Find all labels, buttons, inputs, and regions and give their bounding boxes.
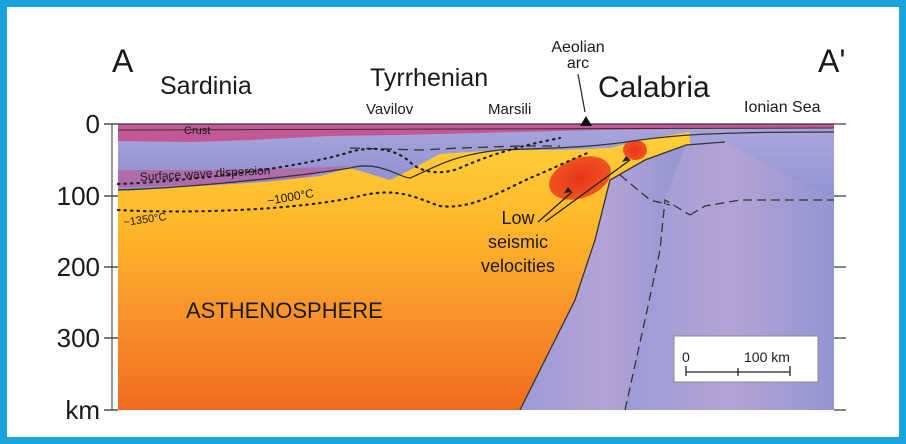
- section-end-left: A: [112, 43, 134, 79]
- depth-tick-200: 200: [57, 252, 100, 282]
- depth-tick-0: 0: [86, 109, 100, 139]
- region-ionian-sea: Ionian Sea: [744, 99, 821, 116]
- region-sardinia: Sardinia: [160, 72, 252, 100]
- region-calabria: Calabria: [598, 71, 710, 104]
- label-low-1: Low: [501, 208, 535, 228]
- scale-end: 100 km: [744, 349, 790, 365]
- section-end-right: A': [818, 43, 845, 79]
- label-asthenosphere: ASTHENOSPHERE: [186, 298, 383, 323]
- right-axis-ticks: [834, 124, 846, 410]
- scale-start: 0: [682, 349, 690, 365]
- label-low-2: seismic: [488, 232, 548, 252]
- region-tyrrhenian: Tyrrhenian: [370, 64, 488, 92]
- label-crust: Crust: [184, 125, 210, 137]
- depth-axis: 0 100 200 300 km: [57, 109, 118, 425]
- depth-unit-label: km: [65, 395, 100, 425]
- depth-tick-300: 300: [57, 323, 100, 353]
- volcano-marker-icon: [580, 116, 592, 126]
- scale-bar: 0 100 km: [674, 336, 818, 382]
- depth-tick-100: 100: [57, 181, 100, 211]
- aeolian-pointer: [578, 74, 585, 112]
- feature-aeolian: Aeolian: [551, 39, 604, 56]
- feature-arc: arc: [567, 55, 589, 72]
- label-low-3: velocities: [481, 256, 555, 276]
- feature-marsili: Marsili: [488, 101, 531, 118]
- feature-vavilov: Vavilov: [366, 101, 414, 118]
